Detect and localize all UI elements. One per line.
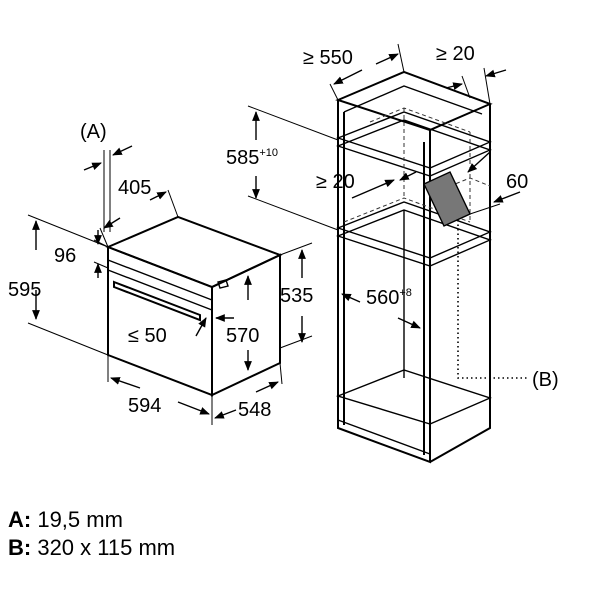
callout-b-label: (B): [532, 369, 559, 391]
dim-label-top-height-tol: +10: [259, 147, 278, 159]
dim-595: [27, 214, 109, 356]
legend-key-a: A:: [8, 507, 32, 532]
dim-label-548: 548: [238, 399, 271, 421]
dim-label-405: 405: [118, 177, 151, 199]
callout-a-leader: [83, 145, 133, 232]
legend-item-a: A: 19,5 mm: [8, 507, 123, 533]
oven-clip: [217, 279, 229, 289]
callout-b-leader: [457, 220, 528, 379]
hidden-line-3: [343, 197, 471, 223]
legend-value-a: 19,5 mm: [31, 507, 123, 532]
dim-label-vent-height: 60: [506, 171, 528, 193]
cabinet-upper-shelf-lower: [335, 119, 492, 177]
cabinet-top: [335, 70, 493, 132]
dim-label-top-height-value: 585: [226, 147, 259, 169]
dim-label-96: 96: [54, 245, 76, 267]
cabinet-upper-shelf: [335, 111, 492, 169]
dim-96: [93, 230, 109, 278]
dim-front-gap: [351, 171, 417, 199]
dim-vent-height: [467, 151, 521, 215]
dim-label-594: 594: [128, 395, 161, 417]
cabinet-plinth: [337, 419, 431, 455]
dim-top-height: [247, 105, 339, 231]
dim-label-niche-width-value: 560: [366, 287, 399, 309]
dim-label-niche-width: 560+8: [366, 287, 412, 309]
dim-label-rear-gap: ≥ 20: [436, 43, 475, 65]
oven-frame-edge: [211, 270, 247, 288]
cabinet-front-outline: [337, 100, 431, 464]
oven-panel-line: [107, 269, 213, 311]
cabinet-niche-top: [335, 201, 492, 259]
dim-535: [279, 242, 313, 349]
dim-594: [107, 355, 213, 425]
dim-cabinet-depth: [329, 43, 405, 101]
cabinet-right-side: [429, 104, 491, 463]
dim-405: [99, 189, 179, 248]
dim-label-handle-clearance: ≤ 50: [128, 325, 167, 347]
dim-niche-width: [341, 293, 421, 329]
oven-front-face: [107, 245, 213, 397]
cabinet-drawing: [335, 70, 528, 464]
callout-a-label: (A): [80, 121, 107, 143]
oven-top-face: [105, 215, 283, 289]
cabinet-top-inner: [343, 85, 483, 115]
legend-item-b: B: 320 x 115 mm: [8, 535, 175, 561]
cabinet-niche-top-lower: [335, 209, 492, 267]
dim-label-595: 595: [8, 279, 41, 301]
oven-frame-line: [107, 259, 213, 301]
dim-label-535: 535: [280, 285, 313, 307]
dim-label-cabinet-depth: ≥ 550: [303, 47, 353, 69]
dim-label-570: 570: [226, 325, 259, 347]
dim-548: [214, 362, 283, 419]
dim-label-front-gap: ≥ 20: [316, 171, 355, 193]
dim-label-niche-width-tol: +8: [399, 287, 412, 299]
legend-value-b: 320 x 115 mm: [31, 535, 176, 560]
cabinet-niche-bottom: [335, 369, 492, 425]
dim-handle-clearance: [195, 314, 234, 337]
legend-key-b: B:: [8, 535, 32, 560]
dim-label-top-height: 585+10: [226, 147, 278, 169]
oven-drawing: [105, 215, 283, 397]
dim-rear-gap: [445, 67, 507, 105]
